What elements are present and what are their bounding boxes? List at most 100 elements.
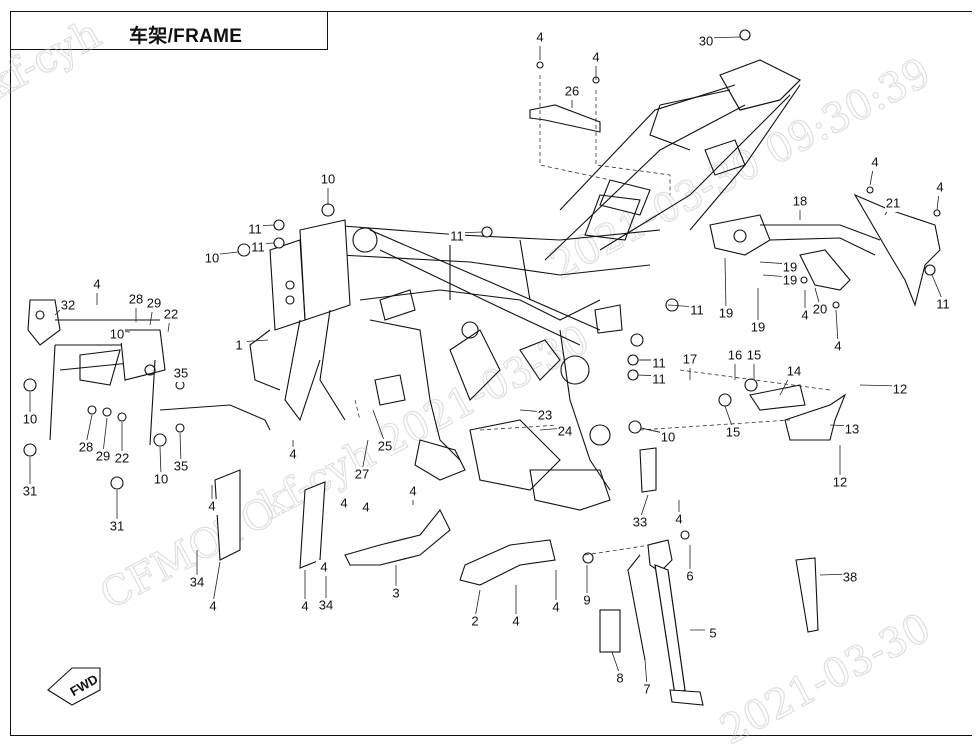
part-callout-12: 12	[833, 474, 847, 489]
part-callout-10: 10	[661, 429, 675, 444]
part-callout-6: 6	[686, 568, 693, 583]
callout-background	[532, 30, 548, 46]
part-callout-22: 22	[115, 450, 129, 465]
callout-background	[548, 600, 564, 616]
callout-background	[750, 320, 766, 336]
part-callout-28: 28	[79, 439, 93, 454]
part-callout-4: 4	[362, 499, 369, 514]
callout-background	[842, 570, 858, 586]
callout-background	[579, 593, 595, 609]
callout-background	[22, 484, 38, 500]
callout-background	[782, 260, 798, 276]
callout-background	[564, 84, 580, 100]
callout-background	[109, 327, 125, 343]
callout-background	[449, 229, 465, 245]
callout-background	[358, 500, 374, 516]
part-callout-34: 34	[319, 597, 333, 612]
part-callout-11: 11	[251, 239, 265, 254]
part-callout-8: 8	[616, 670, 623, 685]
part-callout-4: 4	[301, 598, 308, 613]
callout-background	[935, 297, 951, 313]
part-callout-4: 4	[209, 598, 216, 613]
callout-background	[146, 296, 162, 312]
leader-line	[644, 659, 648, 687]
leader-line	[724, 257, 727, 311]
callout-background	[797, 308, 813, 324]
part-callout-4: 4	[536, 29, 543, 44]
assembly-guide-lines	[354, 75, 831, 556]
part-callout-4: 4	[208, 498, 215, 513]
callout-background	[247, 222, 263, 238]
callout-background	[725, 425, 741, 441]
part-callout-18: 18	[793, 193, 807, 208]
callout-background	[204, 499, 220, 515]
watermark-text: CFMOTO	[93, 488, 284, 619]
leader-line	[212, 561, 221, 604]
part-callout-13: 13	[845, 421, 859, 436]
callout-background	[128, 292, 144, 308]
callout-background	[885, 196, 901, 212]
watermark-text: 2021-03-30	[713, 605, 938, 747]
callout-background	[812, 302, 828, 318]
leader-line	[835, 309, 839, 344]
callout-background	[689, 303, 705, 319]
fwd-arrow: FWD	[47, 667, 101, 706]
callout-background	[651, 372, 667, 388]
callout-background	[671, 512, 687, 528]
callout-background	[318, 598, 334, 614]
part-callout-10: 10	[23, 411, 37, 426]
callout-background	[832, 475, 848, 491]
side-stand-5	[599, 539, 704, 706]
part-callout-4: 4	[592, 49, 599, 64]
part-callout-23: 23	[538, 407, 552, 422]
part-callout-4: 4	[834, 338, 841, 353]
part-callout-19: 19	[719, 305, 733, 320]
callout-background	[639, 682, 655, 698]
part-callout-11: 11	[690, 302, 704, 317]
callout-background	[718, 306, 734, 322]
callout-background	[844, 422, 860, 438]
callout-background	[782, 273, 798, 289]
part-callout-32: 32	[61, 297, 75, 312]
part-callout-11: 11	[450, 228, 464, 243]
leader-line	[102, 417, 108, 454]
callout-background	[632, 515, 648, 531]
callout-background	[830, 339, 846, 355]
part-callout-19: 19	[751, 319, 765, 334]
callout-background	[786, 364, 802, 380]
main-frame	[249, 59, 802, 511]
page-title: 车架/FRAME	[129, 26, 243, 47]
part-callout-4: 4	[871, 154, 878, 169]
callout-background	[746, 348, 762, 364]
watermark-text: kf-cyh	[0, 11, 108, 109]
part-callout-7: 7	[643, 681, 650, 696]
part-callout-25: 25	[378, 438, 392, 453]
part-callout-31: 31	[23, 483, 37, 498]
part-callout-24: 24	[558, 423, 572, 438]
part-callout-4: 4	[93, 276, 100, 291]
callout-background	[78, 440, 94, 456]
callout-background	[557, 424, 573, 440]
part-callout-16: 16	[728, 347, 742, 362]
callout-background	[354, 467, 370, 483]
callout-background	[114, 451, 130, 467]
callout-background	[867, 155, 883, 171]
drawing-border	[10, 11, 972, 736]
part-callout-20: 20	[813, 301, 827, 316]
callout-background	[932, 180, 948, 196]
part-callout-19: 19	[783, 272, 797, 287]
part-callout-29: 29	[147, 295, 161, 310]
part-callout-33: 33	[633, 514, 647, 529]
part-callout-35: 35	[174, 365, 188, 380]
part-callout-30: 30	[699, 33, 713, 48]
part-callout-12: 12	[893, 381, 907, 396]
callout-background	[297, 599, 313, 615]
callout-background	[316, 560, 332, 576]
part-callout-22: 22	[164, 306, 178, 321]
part-callout-4: 4	[801, 307, 808, 322]
part-callout-10: 10	[110, 326, 124, 341]
part-callout-2: 2	[471, 613, 478, 628]
leader-line	[179, 432, 182, 464]
